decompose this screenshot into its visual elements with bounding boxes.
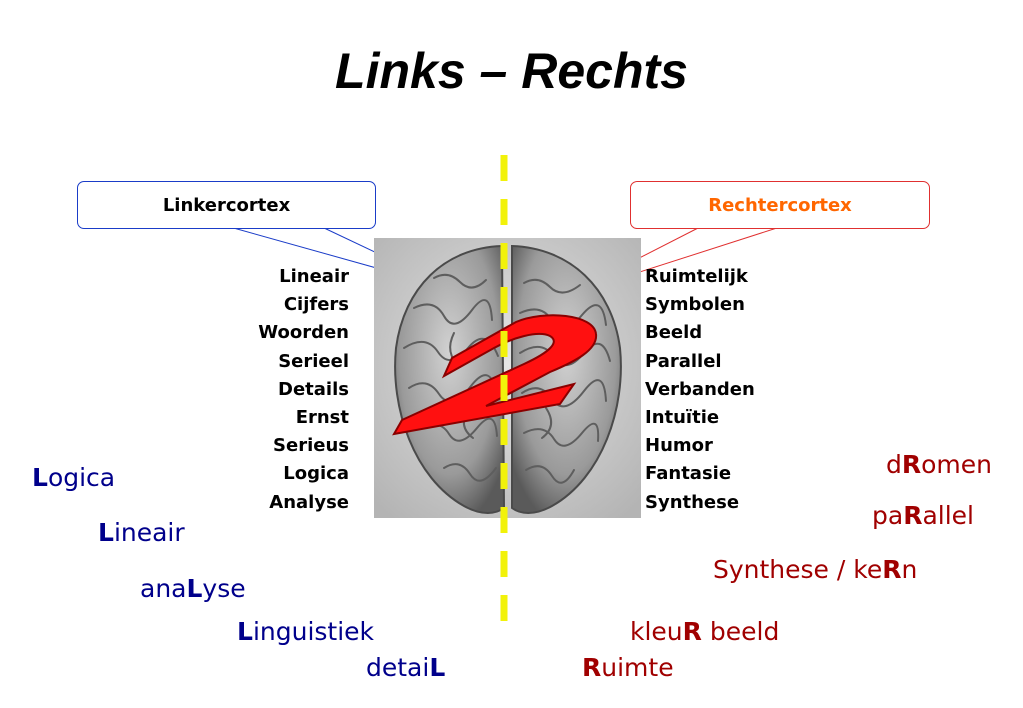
left-trait: Details bbox=[278, 378, 349, 400]
left-trait: Cijfers bbox=[283, 294, 349, 316]
right-trait: Synthese bbox=[645, 491, 740, 513]
right-word: Synthese / keRn bbox=[713, 555, 917, 584]
numeral-two-graphic bbox=[392, 314, 598, 436]
left-cortex-callout: Linkercortex bbox=[77, 181, 376, 229]
right-cortex-label: Rechtercortex bbox=[708, 194, 852, 216]
left-word: detaiL bbox=[366, 653, 445, 682]
right-trait: Beeld bbox=[645, 322, 703, 344]
left-trait: Ernst bbox=[295, 407, 349, 429]
word-part: inguistiek bbox=[252, 617, 375, 646]
left-word: Linguistiek bbox=[237, 617, 374, 646]
left-traits-list: Lineair Cijfers Woorden Serieel Details … bbox=[258, 263, 349, 517]
right-trait: Fantasie bbox=[645, 463, 732, 485]
right-trait: Humor bbox=[645, 435, 713, 457]
highlight-letter: R bbox=[903, 501, 923, 530]
left-cortex-label: Linkercortex bbox=[162, 194, 291, 216]
word-part: ogica bbox=[47, 463, 116, 492]
highlight-letter: R bbox=[901, 450, 922, 479]
left-trait: Serieel bbox=[278, 350, 349, 372]
highlight-letter: L bbox=[186, 574, 203, 603]
right-word: dRomen bbox=[886, 450, 992, 479]
highlight-letter: R bbox=[882, 555, 902, 584]
right-word: paRallel bbox=[872, 501, 974, 530]
word-part: ana bbox=[140, 574, 187, 603]
word-part: omen bbox=[921, 450, 993, 479]
word-part: detai bbox=[366, 653, 430, 682]
highlight-letter: L bbox=[429, 653, 446, 682]
highlight-letter: L bbox=[32, 463, 48, 492]
word-part: uimte bbox=[601, 653, 674, 682]
highlight-letter: L bbox=[98, 518, 114, 547]
left-word: Logica bbox=[32, 463, 115, 492]
right-traits-list: Ruimtelijk Symbolen Beeld Parallel Verba… bbox=[645, 263, 755, 517]
word-part: kleu bbox=[630, 617, 683, 646]
word-part: pa bbox=[872, 501, 904, 530]
left-trait: Lineair bbox=[279, 266, 349, 287]
right-word: Ruimte bbox=[582, 653, 674, 682]
highlight-letter: R bbox=[582, 653, 602, 682]
right-trait: Intuïtie bbox=[645, 407, 720, 429]
left-word: anaLyse bbox=[140, 574, 246, 603]
word-part: yse bbox=[202, 574, 246, 603]
right-trait: Verbanden bbox=[645, 378, 755, 400]
highlight-letter: L bbox=[237, 617, 253, 646]
left-trait: Analyse bbox=[269, 491, 349, 513]
word-part: d bbox=[886, 450, 902, 479]
brain-image bbox=[374, 238, 641, 518]
right-trait: Symbolen bbox=[645, 294, 745, 316]
slide-title: Links – Rechts bbox=[335, 43, 688, 99]
right-trait: Parallel bbox=[645, 350, 722, 372]
word-part: n bbox=[901, 555, 918, 584]
left-trait: Logica bbox=[283, 463, 349, 485]
right-trait: Ruimtelijk bbox=[645, 266, 748, 287]
right-cortex-callout: Rechtercortex bbox=[630, 181, 930, 229]
word-part: Synthese / ke bbox=[713, 555, 883, 584]
left-trait: Woorden bbox=[258, 322, 349, 344]
right-word: kleuR beeld bbox=[630, 617, 779, 646]
highlight-letter: R bbox=[682, 617, 702, 646]
word-part: ineair bbox=[113, 518, 185, 547]
left-trait: Serieus bbox=[273, 435, 349, 457]
left-word: Lineair bbox=[98, 518, 185, 547]
word-part: beeld bbox=[701, 617, 780, 646]
word-part: allel bbox=[922, 501, 975, 530]
